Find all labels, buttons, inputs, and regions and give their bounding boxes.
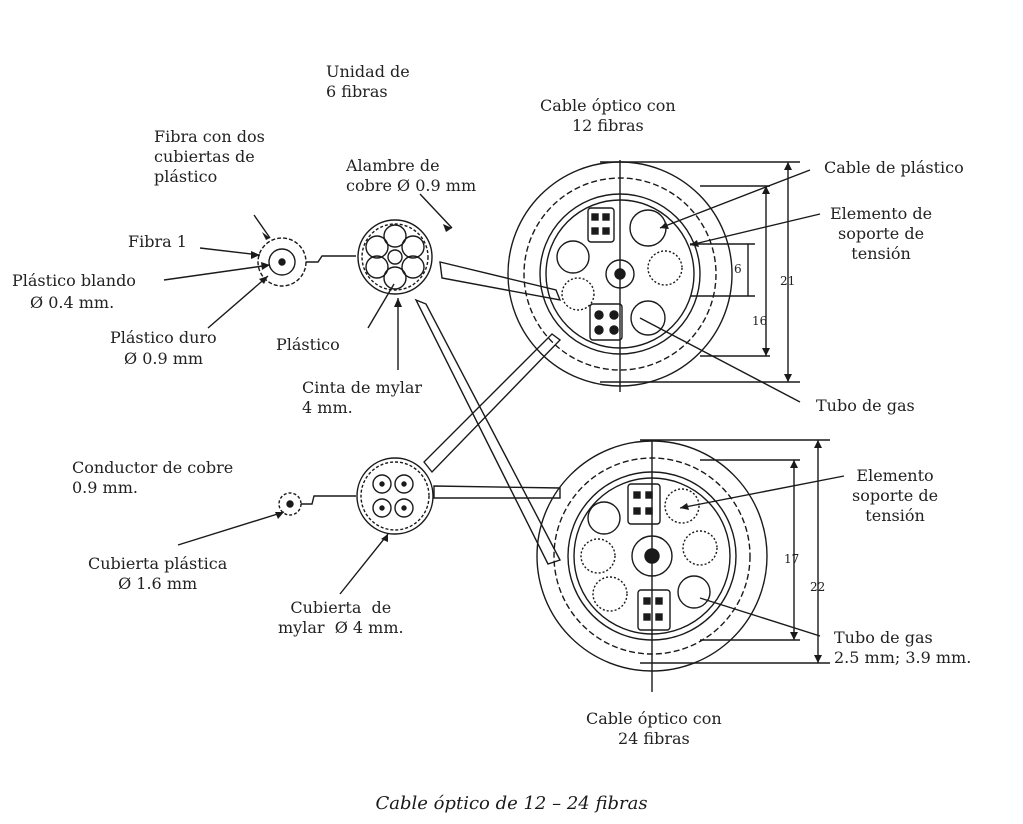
label-cable-12-fibras: Cable óptico con 12 fibras: [540, 96, 676, 135]
arrow-heads: [251, 162, 822, 663]
leader-lines: [163, 160, 845, 692]
label-plastico-duro-diametro: Ø 0.9 mm: [124, 349, 204, 368]
label-cable-24-fibras: Cable óptico con 24 fibras: [586, 709, 722, 748]
label-tubo-gas-1: Tubo de gas: [816, 396, 915, 415]
label-elemento-soporte-tension-1: Elemento de soporte de tensión: [830, 204, 933, 263]
connector-bands: [414, 261, 562, 565]
label-cable-plastico: Cable de plástico: [824, 158, 964, 177]
label-fibra-dos-cubiertas: Fibra con dos cubiertas de plástico: [154, 127, 265, 186]
label-plastico-blando-diametro: Ø 0.4 mm.: [30, 293, 115, 312]
label-tubo-gas-2: Tubo de gas 2.5 mm; 3.9 mm.: [834, 628, 972, 667]
dimension-21: 21: [780, 274, 796, 288]
dimension-17: 17: [784, 552, 800, 566]
label-plastico-duro: Plástico duro: [110, 328, 217, 347]
label-fibra-1: Fibra 1: [128, 232, 187, 251]
label-cubierta-mylar: Cubierta de mylar Ø 4 mm.: [278, 598, 404, 637]
dimension-22: 22: [810, 580, 826, 594]
label-unidad-6-fibras: Unidad de 6 fibras: [326, 62, 410, 101]
label-plastico-blando: Plástico blando: [12, 271, 136, 290]
figure-caption: Cable óptico de 12 – 24 fibras: [375, 793, 648, 814]
mylar-unit: [356, 457, 434, 535]
label-alambre-cobre: Alambre de cobre Ø 0.9 mm: [346, 156, 477, 195]
label-elemento-soporte-tension-2: Elemento soporte de tensión: [852, 466, 939, 525]
dimension-6: 6: [734, 262, 742, 276]
copper-conductor: [278, 492, 302, 516]
label-cubierta-plastica: Cubierta plástica Ø 1.6 mm: [88, 554, 228, 593]
six-fiber-unit: [357, 219, 433, 295]
dimension-16: 16: [752, 314, 768, 328]
label-conductor-cobre: Conductor de cobre 0.9 mm.: [72, 458, 234, 497]
label-plastico: Plástico: [276, 335, 340, 354]
label-cinta-mylar: Cinta de mylar 4 mm.: [302, 378, 423, 417]
